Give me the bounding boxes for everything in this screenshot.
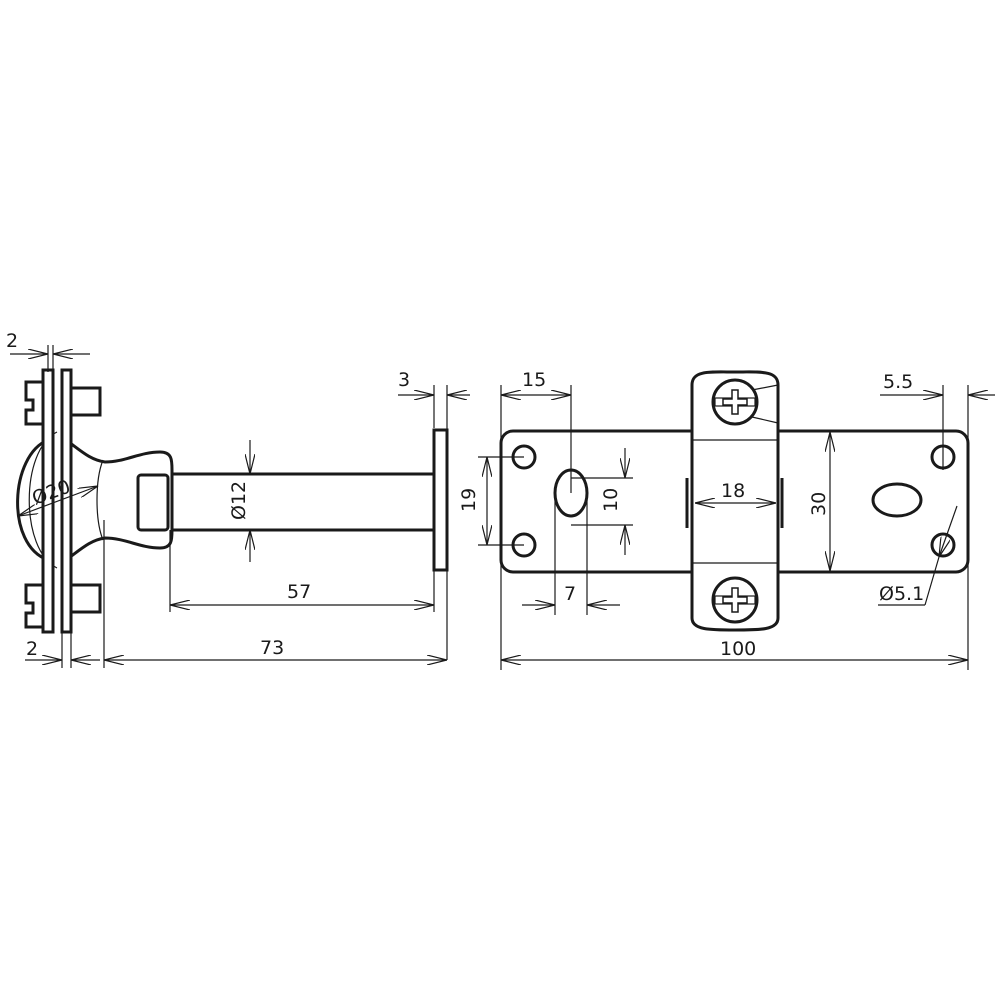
dim-flange-thickness: 3: [398, 369, 410, 391]
bolt-bottom: [24, 583, 102, 629]
screw-bottom: [711, 576, 759, 624]
dim-hole-to-slot: 15: [522, 369, 546, 391]
dim-plate-thickness-bottom: 2: [26, 638, 38, 660]
dim-clamp-width: 18: [721, 480, 745, 502]
dim-plate-length: 100: [720, 638, 756, 660]
bolt-top: [24, 380, 102, 426]
dim-slot-width: 7: [564, 583, 576, 605]
rod: [170, 472, 436, 532]
dim-plate-thickness-top: 2: [6, 330, 18, 352]
screw-top: [711, 378, 759, 426]
flange: [432, 428, 449, 572]
front-view: 15 19 10 7 18 30 5.5 Ø5.1 100: [458, 369, 995, 670]
dim-rod-diameter: Ø12: [228, 481, 250, 520]
slot-horizontal: [871, 482, 923, 518]
dim-rod-length: 57: [287, 581, 311, 603]
dim-overall-length: 73: [260, 637, 284, 659]
dim-plate-height: 30: [808, 492, 830, 516]
dim-slot-height: 10: [600, 488, 622, 512]
dim-hole-spacing: 19: [458, 488, 480, 512]
dim-hole-edge-offset: 5.5: [883, 371, 913, 393]
side-view: 2 2 Ø20 Ø12 3 57 73: [6, 330, 470, 668]
dim-hole-diameter: Ø5.1: [879, 583, 924, 605]
